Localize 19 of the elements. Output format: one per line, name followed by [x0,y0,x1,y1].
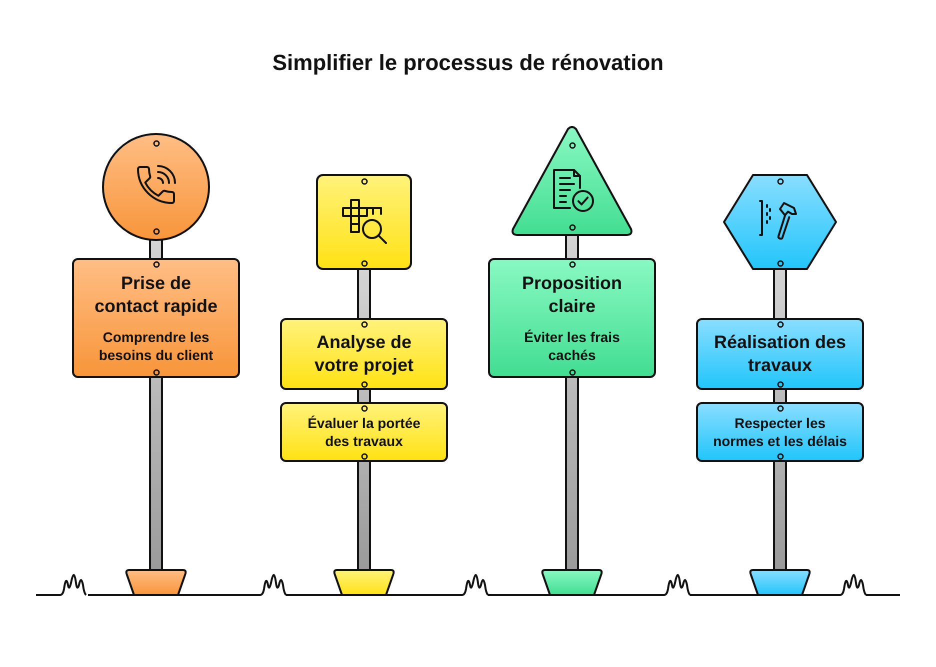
sign-board [72,258,240,378]
sign-board [280,402,448,462]
square-sign [316,174,412,270]
sign-board [280,318,448,390]
triangular-sign [511,126,633,236]
sign-text: Évaluer la portée des travaux [306,414,422,450]
hexagonal-sign [723,174,837,270]
sign-text: Comprendre les besoins du client [98,328,214,364]
sign-board [696,402,864,462]
sign-heading: Analyse de votre projet [313,331,415,377]
sign-text: Éviter les frais cachés [523,328,621,364]
sign-heading: Proposition claire [521,272,623,318]
sign-board [696,318,864,390]
title: Simplifier le processus de rénovation [272,49,664,77]
sign-heading: Réalisation des travaux [712,331,848,377]
sign-heading: Prise de contact rapide [93,272,219,318]
sign-board [488,258,656,378]
round-sign [102,133,210,241]
sign-text: Respecter les normes et les délais [712,414,848,450]
